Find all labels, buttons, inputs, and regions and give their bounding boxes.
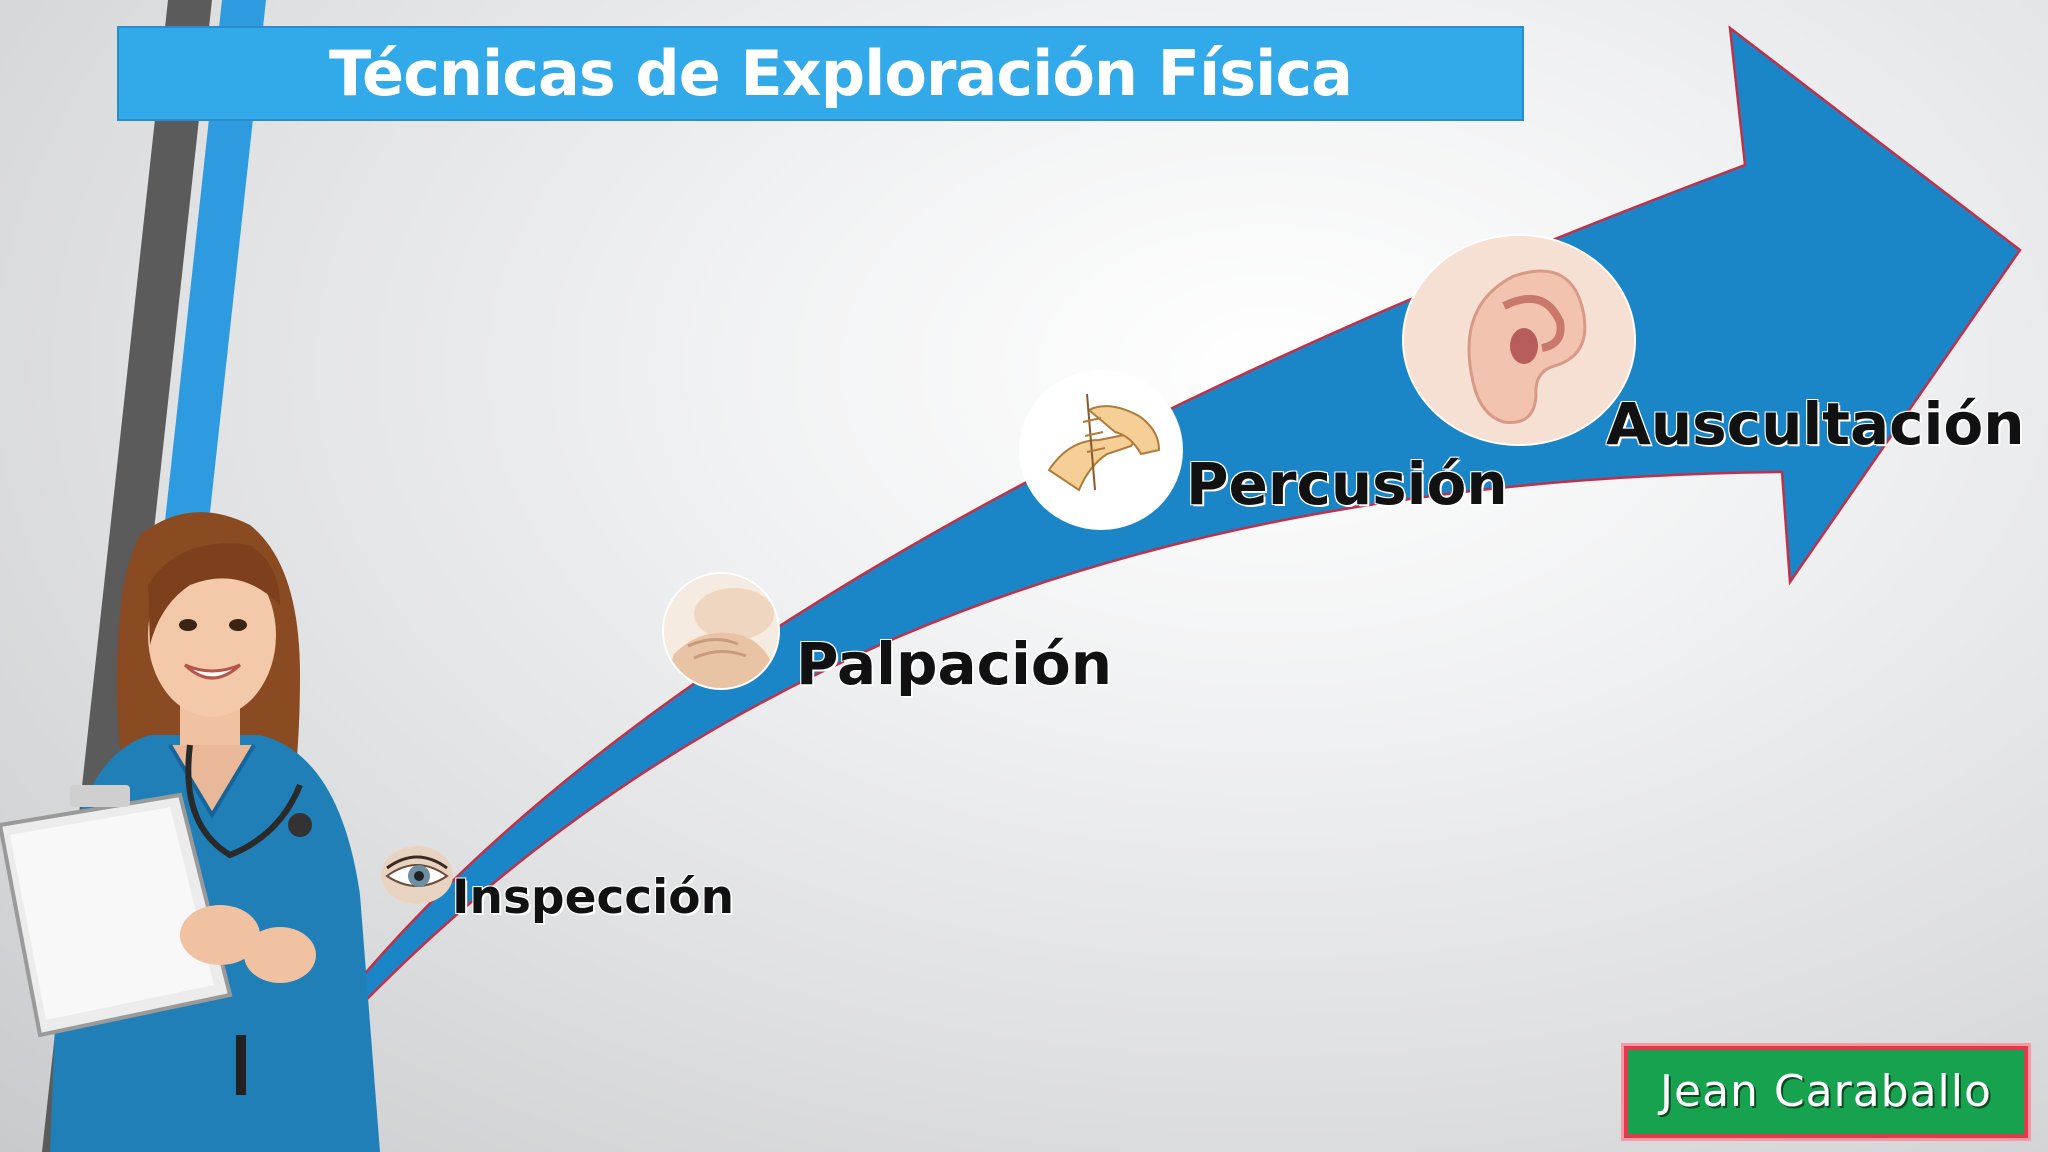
step-icon-inspeccion [381, 846, 453, 904]
nurse-figure [0, 512, 380, 1152]
percussion-hands-icon [1047, 393, 1161, 492]
step-icon-percusion [1019, 370, 1183, 530]
step-label-inspeccion: Inspección [452, 870, 735, 925]
step-icon-auscultacion [1402, 234, 1636, 446]
author-box: Jean Caraballo [1621, 1043, 2031, 1141]
step-icon-palpacion [662, 572, 780, 690]
author-name: Jean Caraballo [1660, 1066, 1992, 1117]
step-label-palpacion: Palpación [796, 630, 1113, 698]
title-bar: Técnicas de Exploración Física [117, 26, 1524, 121]
slide-title: Técnicas de Exploración Física [329, 37, 1353, 110]
eye-icon [381, 846, 453, 904]
palpation-hands-icon [664, 574, 778, 688]
step-label-percusion: Percusión [1186, 450, 1508, 518]
arrow-shape [243, 25, 2022, 1136]
step-label-auscultacion: Auscultación [1606, 390, 2025, 458]
ear-icon [1404, 236, 1634, 444]
